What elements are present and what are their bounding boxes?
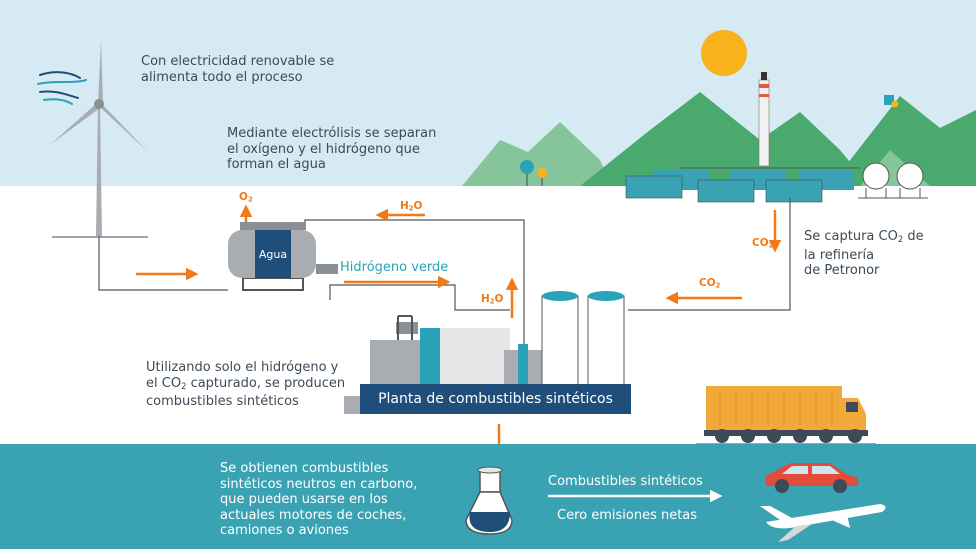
h2o-top-label: H2O (400, 200, 423, 213)
car-icon (766, 463, 858, 493)
synthetic-fuels-label: Combustibles sintéticos (548, 474, 703, 489)
sun-icon (701, 30, 747, 76)
o2-label: O2 (239, 191, 253, 204)
airplane-icon (760, 504, 886, 542)
zero-emissions-label: Cero emisiones netas (557, 508, 698, 523)
wind-gust-icon (37, 71, 87, 105)
co2-horizontal-label: CO2 (699, 277, 721, 290)
process-lines (98, 198, 791, 345)
plant-label: Planta de combustibles sintéticos (360, 384, 631, 414)
using-text: Utilizando solo el hidrógeno y el CO2 ca… (146, 360, 346, 410)
hydrogen-green-label: Hidrógeno verde (340, 260, 449, 275)
water-label: Agua (255, 230, 291, 278)
renewable-text: Con electricidad renovable se alimenta t… (141, 54, 335, 85)
flag-icon (884, 95, 899, 108)
obtained-text: Se obtienen combustibles sintéticos neut… (220, 461, 418, 538)
truck-icon (696, 386, 876, 445)
h2o-side-label: H2O (481, 293, 504, 306)
wind-turbine-icon (51, 40, 148, 238)
mountains (462, 92, 976, 186)
fuel-plant-icon (344, 291, 625, 414)
refinery-icon (625, 72, 928, 203)
tree-icon (520, 160, 547, 186)
flow-arrows (136, 204, 782, 465)
capture-text: Se captura CO2 de la refinería de Petron… (804, 229, 924, 279)
flask-icon (465, 466, 513, 535)
co2-vertical-label: CO2 (752, 237, 774, 250)
electrolysis-text: Mediante electrólisis se separan el oxíg… (227, 126, 437, 172)
